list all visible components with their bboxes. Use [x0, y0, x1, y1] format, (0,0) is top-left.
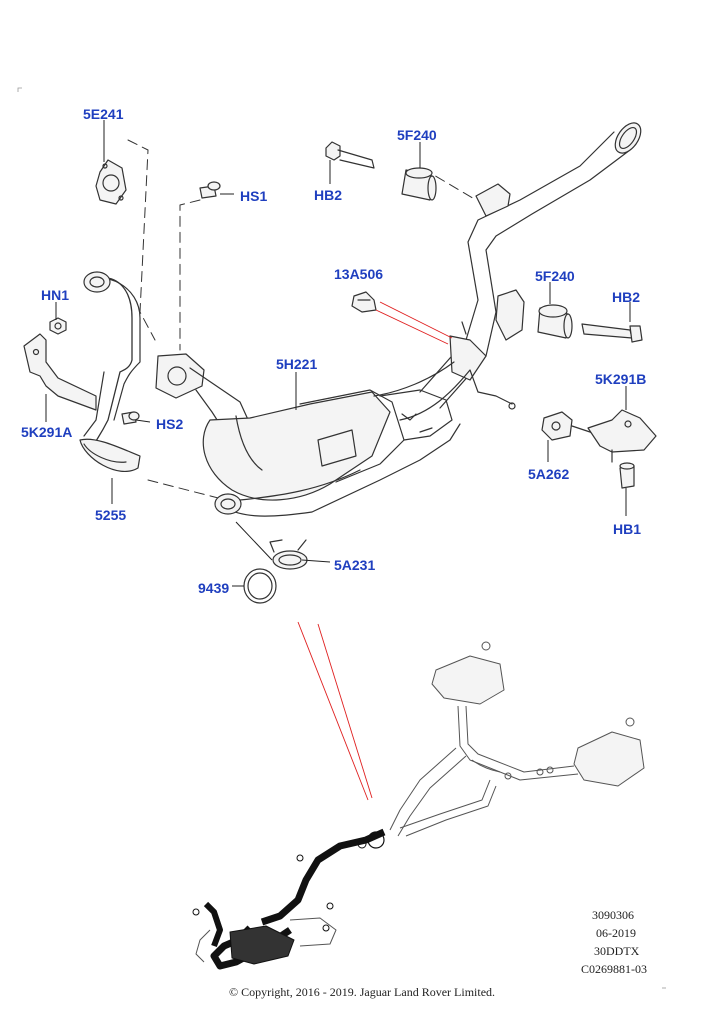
reference-number: 3090306: [592, 908, 634, 922]
callout-5a231[interactable]: 5A231: [334, 557, 376, 573]
intermediate-pipe: [373, 122, 642, 433]
callout-13a506[interactable]: 13A506: [334, 266, 384, 282]
clamp-5a231: [269, 539, 308, 570]
insulator-5f240-right: [537, 304, 573, 339]
callout-5k291b[interactable]: 5K291B: [595, 371, 647, 387]
bolt-hb2-top: [325, 141, 375, 169]
callout-hb1[interactable]: HB1: [613, 521, 642, 537]
hanger-5a262: [541, 411, 611, 441]
callout-5f240-right[interactable]: 5F240: [535, 268, 575, 284]
reference-date: 06-2019: [596, 926, 636, 940]
callout-5k291a[interactable]: 5K291A: [21, 424, 73, 440]
insulator-5f240-top: [401, 167, 437, 201]
callout-hs1[interactable]: HS1: [240, 188, 268, 204]
bracket-5k291b: [587, 409, 657, 463]
highlighted-front-section: [192, 828, 386, 970]
callout-hb2-right[interactable]: HB2: [612, 289, 641, 305]
gasket-9439: [243, 568, 277, 604]
catalytic-converter-5h221: [155, 353, 461, 517]
clip-13a506: [351, 291, 377, 313]
callout-hs2[interactable]: HS2: [156, 416, 184, 432]
callout-5h221[interactable]: 5H221: [276, 356, 318, 372]
bolt-hb2-right: [581, 323, 643, 343]
stud-hs2: [121, 411, 140, 425]
callout-5a262[interactable]: 5A262: [528, 466, 570, 482]
callout-9439[interactable]: 9439: [198, 580, 230, 596]
bracket-5k291a: [23, 333, 97, 411]
front-downpipe: [79, 271, 141, 473]
callout-5e241[interactable]: 5E241: [83, 106, 124, 122]
nut-hn1: [49, 317, 67, 335]
callout-5255[interactable]: 5255: [95, 507, 127, 523]
bolt-hb1: [619, 462, 635, 489]
gasket-5e241: [95, 159, 127, 205]
copyright-notice: © Copyright, 2016 - 2019. Jaguar Land Ro…: [228, 985, 496, 999]
stud-hs1: [199, 181, 221, 199]
reference-catalog: C0269881-03: [581, 962, 647, 976]
reference-code: 30DDTX: [594, 944, 640, 958]
exhaust-system-overview: [389, 641, 645, 837]
callout-hn1[interactable]: HN1: [41, 287, 70, 303]
callout-hb2-top[interactable]: HB2: [314, 187, 343, 203]
callout-5f240-top[interactable]: 5F240: [397, 127, 437, 143]
